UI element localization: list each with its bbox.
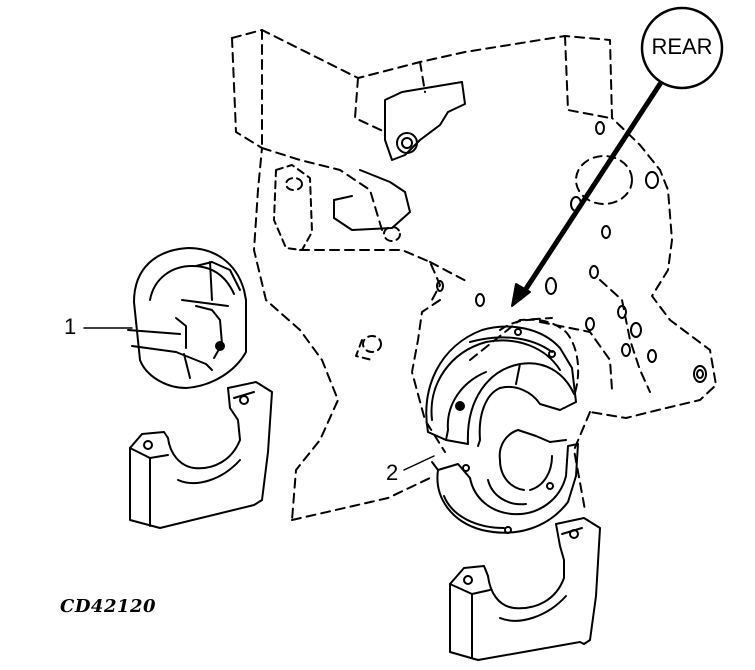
thrust-bearing-2 xyxy=(425,325,579,534)
bolt-boss-upper xyxy=(333,81,466,231)
rear-circle xyxy=(640,6,724,90)
bearing-cap-right xyxy=(449,517,601,661)
rear-direction-arrow xyxy=(511,6,724,307)
main-bearing-1 xyxy=(127,247,247,389)
callout-2-leader xyxy=(403,455,435,471)
figure-code: CD42120 xyxy=(60,596,157,617)
callout-label-1: 1 xyxy=(64,314,77,339)
rear-bore-outline xyxy=(499,155,633,397)
rear-label: REAR xyxy=(651,34,713,59)
rear-face-holes xyxy=(436,121,707,383)
callout-label-2: 2 xyxy=(386,460,399,485)
bearing-cap-left xyxy=(129,381,273,529)
block-bosses xyxy=(273,164,401,361)
engine-block-outline xyxy=(231,29,717,521)
